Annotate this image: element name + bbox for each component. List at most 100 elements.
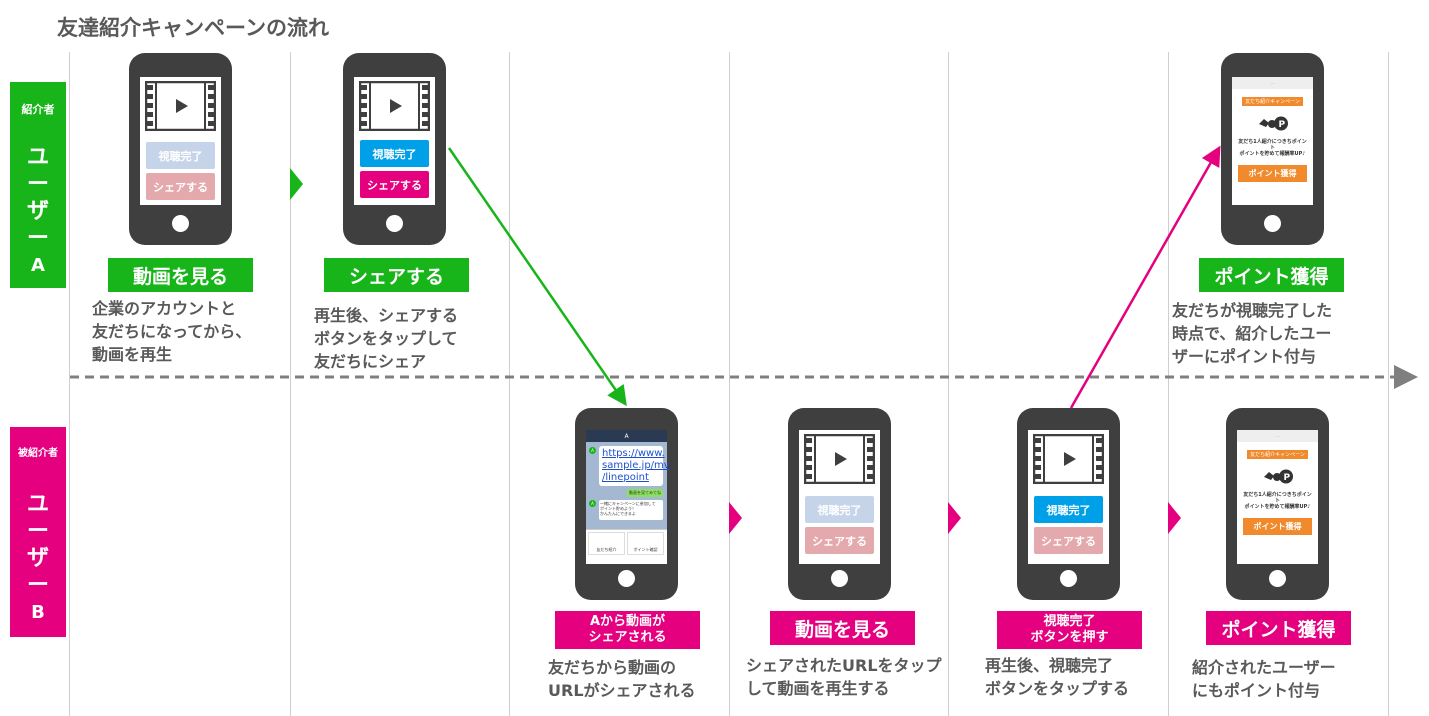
column-divider bbox=[1168, 52, 1169, 716]
browser-bar: ⋯ bbox=[1232, 77, 1313, 89]
phone-screen: 視聴完了 シェアする bbox=[140, 77, 221, 205]
phone-a1: 視聴完了 シェアする bbox=[129, 53, 232, 245]
step-label-a6: ポイント獲得 bbox=[1199, 258, 1344, 292]
step-desc-b3: 友だちから動画の URLがシェアされる bbox=[548, 658, 696, 700]
phone-screen: 視聴完了 シェアする bbox=[1028, 430, 1109, 564]
home-button bbox=[618, 570, 635, 587]
step-desc-b5: 再生後、視聴完了 ボタンをタップする bbox=[985, 656, 1130, 698]
friend-avatar: A bbox=[589, 447, 596, 454]
phone-screen: ⋯ 友だち紹介キャンペーン P 友だち1人紹介につきちポイント ポイントを貯めて… bbox=[1237, 430, 1318, 564]
svg-text:P: P bbox=[1279, 120, 1286, 130]
menu-label: 友だち紹介 bbox=[596, 547, 617, 552]
phone-screen: 視聴完了 シェアする bbox=[354, 77, 435, 205]
chat-message-white: 一緒にキャンペーンに参加して ポイント貯めよう！ かんたんにできるよ bbox=[599, 500, 663, 520]
menu-label: ポイント確認 bbox=[633, 547, 658, 552]
arrow-next-icon bbox=[290, 168, 303, 200]
video-film-icon bbox=[145, 81, 216, 131]
watched-button[interactable]: 視聴完了 bbox=[805, 496, 874, 523]
share-arrow-green bbox=[447, 147, 627, 407]
column-divider bbox=[290, 52, 291, 716]
phone-screen: A A https://www. sample.jp/mv /linepoint… bbox=[586, 430, 670, 564]
step-label-b6: ポイント獲得 bbox=[1206, 611, 1351, 645]
role-referred: 被紹介者 bbox=[18, 448, 58, 459]
get-points-button[interactable]: ポイント獲得 bbox=[1238, 165, 1307, 182]
share-button[interactable]: シェアする bbox=[146, 173, 215, 200]
step-label-line: ボタンを押す bbox=[1030, 630, 1109, 645]
step-label-b4: 動画を見る bbox=[770, 611, 915, 645]
phone-a6: ⋯ 友だち紹介キャンペーン P 友だち1人紹介につきちポイント ポイントを貯めて… bbox=[1221, 53, 1324, 245]
share-button[interactable]: シェアする bbox=[805, 527, 874, 554]
column-divider bbox=[729, 52, 730, 716]
step-desc-b4: シェアされたURLをタップ して動画を再生する bbox=[746, 656, 942, 698]
step-label-b3: Aから動画が シェアされる bbox=[555, 611, 700, 649]
chat-body: A https://www. sample.jp/mv /linepoint 動… bbox=[586, 442, 670, 529]
user-name-char: A bbox=[31, 255, 45, 276]
row-label-user-b: 被紹介者 ユ ー ザ ー B bbox=[10, 427, 66, 637]
step-label-line: 視聴完了 bbox=[1043, 614, 1096, 629]
user-name-char: B bbox=[31, 602, 45, 623]
menu-check-points[interactable]: ポイント確認 bbox=[627, 532, 664, 555]
watched-button[interactable]: 視聴完了 bbox=[146, 142, 215, 169]
step-label-a1: 動画を見る bbox=[108, 258, 253, 292]
chat-menu: 友だち紹介 ポイント確認 bbox=[586, 529, 667, 557]
step-label-a2: シェアする bbox=[324, 258, 469, 292]
video-film-icon bbox=[359, 81, 430, 131]
step-desc-a6: 友だちが視聴完了した 時点で、紹介したユー ザーにポイント付与 bbox=[1172, 301, 1333, 366]
user-name-char: ー bbox=[26, 172, 49, 197]
step-label-line: シェアされる bbox=[588, 630, 667, 645]
watched-button[interactable]: 視聴完了 bbox=[1034, 496, 1103, 523]
home-button bbox=[1264, 215, 1281, 232]
column-divider bbox=[948, 52, 949, 716]
step-desc-b6: 紹介されたユーザー にもポイント付与 bbox=[1192, 658, 1336, 700]
user-name-char: ユ bbox=[26, 492, 49, 517]
phone-screen: ⋯ 友だち紹介キャンペーン P 友だち1人紹介につきちポイント ポイントを貯めて… bbox=[1232, 77, 1313, 205]
handshake-point-icon: P bbox=[1259, 116, 1288, 131]
user-name-char: ー bbox=[26, 519, 49, 544]
row-label-user-a: 紹介者 ユ ー ザ ー A bbox=[10, 82, 66, 288]
video-film-icon bbox=[804, 434, 875, 484]
home-button bbox=[831, 570, 848, 587]
home-button bbox=[1060, 570, 1077, 587]
user-name-char: ー bbox=[26, 226, 49, 251]
campaign-header: 友だち紹介キャンペーン bbox=[1247, 450, 1308, 459]
campaign-header: 友だち紹介キャンペーン bbox=[1242, 97, 1303, 106]
campaign-text: 友だち1人紹介につきちポイント ポイントを貯めて報酬率UP♪ bbox=[1238, 139, 1307, 157]
menu-invite-friend[interactable]: 友だち紹介 bbox=[588, 532, 625, 555]
step-desc-a2: 再生後、シェアする ボタンをタップして 友だちにシェア bbox=[314, 306, 459, 371]
user-name-char: ユ bbox=[26, 145, 49, 170]
column-divider bbox=[509, 52, 510, 716]
step-label-line: Aから動画が bbox=[589, 614, 666, 629]
home-button bbox=[172, 215, 189, 232]
watched-button[interactable]: 視聴完了 bbox=[360, 140, 429, 167]
role-introducer: 紹介者 bbox=[21, 103, 55, 116]
column-divider bbox=[1388, 52, 1389, 716]
reward-arrow-pink bbox=[1069, 145, 1221, 409]
shared-url-link[interactable]: https://www. sample.jp/mv /linepoint bbox=[599, 446, 670, 486]
arrow-next-icon bbox=[729, 502, 742, 534]
phone-b3: A A https://www. sample.jp/mv /linepoint… bbox=[575, 408, 678, 600]
phone-b4: 視聴完了 シェアする bbox=[788, 408, 891, 600]
arrow-next-icon bbox=[948, 502, 961, 534]
step-desc-a1: 企業のアカウントと 友だちになってから、 動画を再生 bbox=[92, 299, 252, 364]
page-title: 友達紹介キャンペーンの流れ bbox=[57, 16, 329, 40]
user-a-name: ユ ー ザ ー A bbox=[10, 144, 66, 279]
arrow-next-icon bbox=[1168, 502, 1181, 534]
user-name-char: ザ bbox=[26, 546, 49, 571]
video-film-icon bbox=[1033, 434, 1104, 484]
campaign-text: 友だち1人紹介につきちポイント ポイントを貯めて報酬率UP♪ bbox=[1243, 492, 1312, 510]
chat-message-green: 動画を見てみてね bbox=[627, 489, 663, 497]
phone-screen: 視聴完了 シェアする bbox=[799, 430, 880, 564]
friend-avatar: A bbox=[589, 500, 596, 507]
step-label-b5: 視聴完了 ボタンを押す bbox=[997, 611, 1142, 649]
user-name-char: ー bbox=[26, 573, 49, 598]
browser-bar: ⋯ bbox=[1237, 430, 1318, 442]
get-points-button[interactable]: ポイント獲得 bbox=[1243, 518, 1312, 535]
phone-b5: 視聴完了 シェアする bbox=[1017, 408, 1120, 600]
phone-b6: ⋯ 友だち紹介キャンペーン P 友だち1人紹介につきちポイント ポイントを貯めて… bbox=[1226, 408, 1329, 600]
home-button bbox=[1269, 570, 1286, 587]
user-b-name: ユ ー ザ ー B bbox=[10, 491, 66, 626]
share-button[interactable]: シェアする bbox=[1034, 527, 1103, 554]
share-button[interactable]: シェアする bbox=[360, 171, 429, 198]
svg-text:P: P bbox=[1284, 473, 1291, 483]
